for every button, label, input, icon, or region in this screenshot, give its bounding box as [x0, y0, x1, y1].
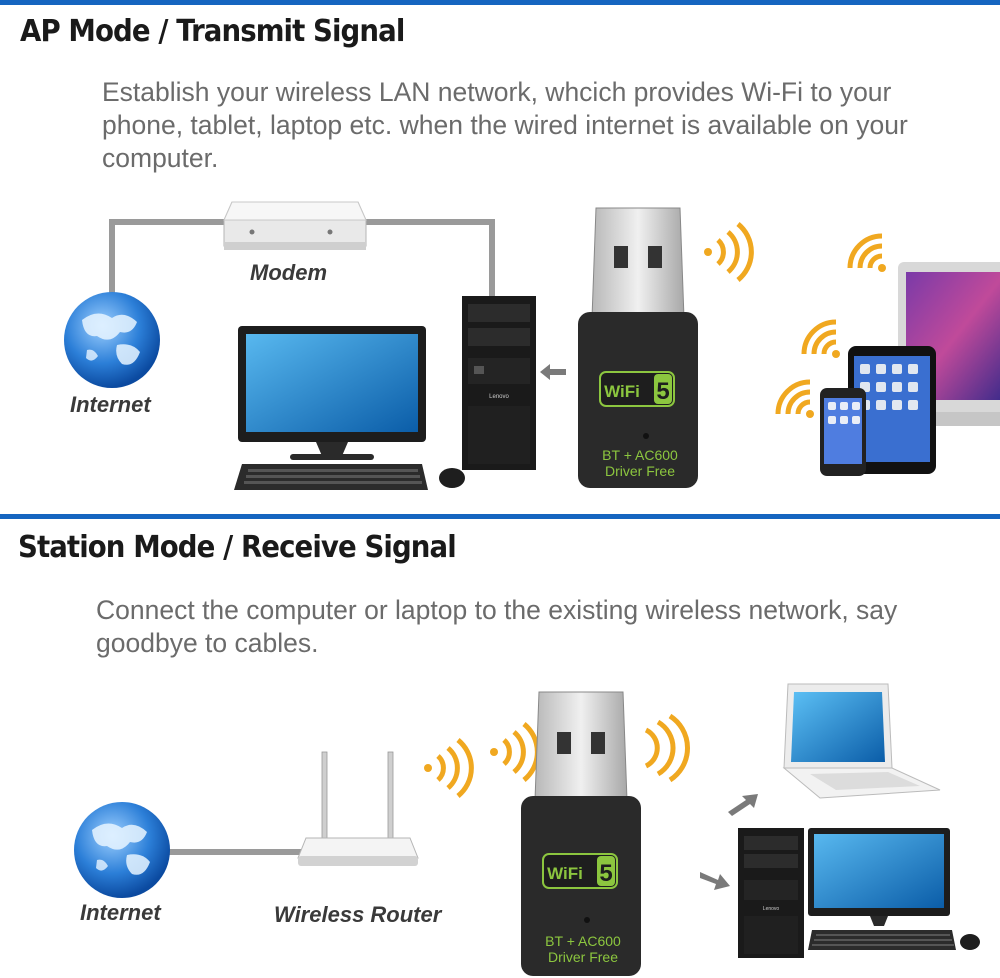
desktop-monitor-icon	[808, 828, 980, 950]
usb-dongle-body-icon: WiFi 5 BT + AC600 Driver Free	[521, 691, 641, 976]
ap-cables	[109, 219, 495, 300]
usb-wifi-dongle: WiFi 5 BT + AC600 Driver Free	[578, 200, 698, 490]
pc-brand-text: Lenovo	[763, 906, 780, 912]
modem-icon	[223, 201, 367, 250]
wifi-logo-text: WiFi	[604, 382, 640, 401]
middle-accent-bar	[0, 514, 1000, 519]
station-internet-label: Internet	[80, 900, 161, 925]
laptop-icon	[782, 683, 941, 799]
tablet-icon	[848, 346, 936, 474]
modem-label: Modem	[250, 260, 327, 285]
dongle-spec-line2: Driver Free	[605, 463, 675, 479]
arrow-up-right-icon	[728, 794, 758, 816]
smartphone-icon	[820, 388, 866, 476]
pc-tower-icon: Lenovo	[462, 296, 536, 470]
usb-dongle-body-icon: WiFi 5 BT + AC600 Driver Free	[578, 207, 698, 488]
dongle-spec-line1: BT + AC600	[545, 933, 621, 949]
wifi-signal-right-icon	[644, 713, 690, 783]
arrow-left-icon	[540, 364, 566, 380]
router-label: Wireless Router	[274, 902, 442, 927]
wifi-signal-laptop-icon	[847, 233, 886, 272]
desktop-monitor-icon	[234, 326, 465, 490]
wifi-signal-phone-icon	[775, 379, 814, 418]
dongle-spec-line2: Driver Free	[548, 949, 618, 965]
ap-internet-label: Internet	[70, 392, 151, 417]
dongle-spec-line1: BT + AC600	[602, 447, 678, 463]
internet-globe-icon	[64, 292, 160, 388]
station-mode-heading: Station Mode / Receive Signal	[18, 530, 457, 565]
ap-mode-heading: AP Mode / Transmit Signal	[20, 14, 405, 49]
wifi-logo-text: WiFi	[547, 864, 583, 883]
pc-brand-text: Lenovo	[489, 394, 509, 400]
wireless-router-icon	[297, 751, 419, 866]
wifi-logo-number: 5	[599, 860, 612, 887]
internet-globe-icon	[74, 802, 170, 898]
wifi-signal-left-icon	[424, 738, 474, 798]
usb-wifi-dongle: WiFi 5 BT + AC600 Driver Free	[518, 688, 644, 978]
station-mode-description: Connect the computer or laptop to the ex…	[96, 595, 898, 658]
wifi-signal-tablet-icon	[801, 319, 840, 358]
wifi-signal-right-icon	[704, 222, 754, 282]
top-accent-bar	[0, 0, 1000, 5]
wifi-logo-number: 5	[656, 378, 669, 405]
ap-mode-description: Establish your wireless LAN network, whc…	[102, 77, 908, 173]
pc-tower-icon: Lenovo	[738, 828, 804, 958]
arrow-down-right-icon	[700, 872, 730, 890]
